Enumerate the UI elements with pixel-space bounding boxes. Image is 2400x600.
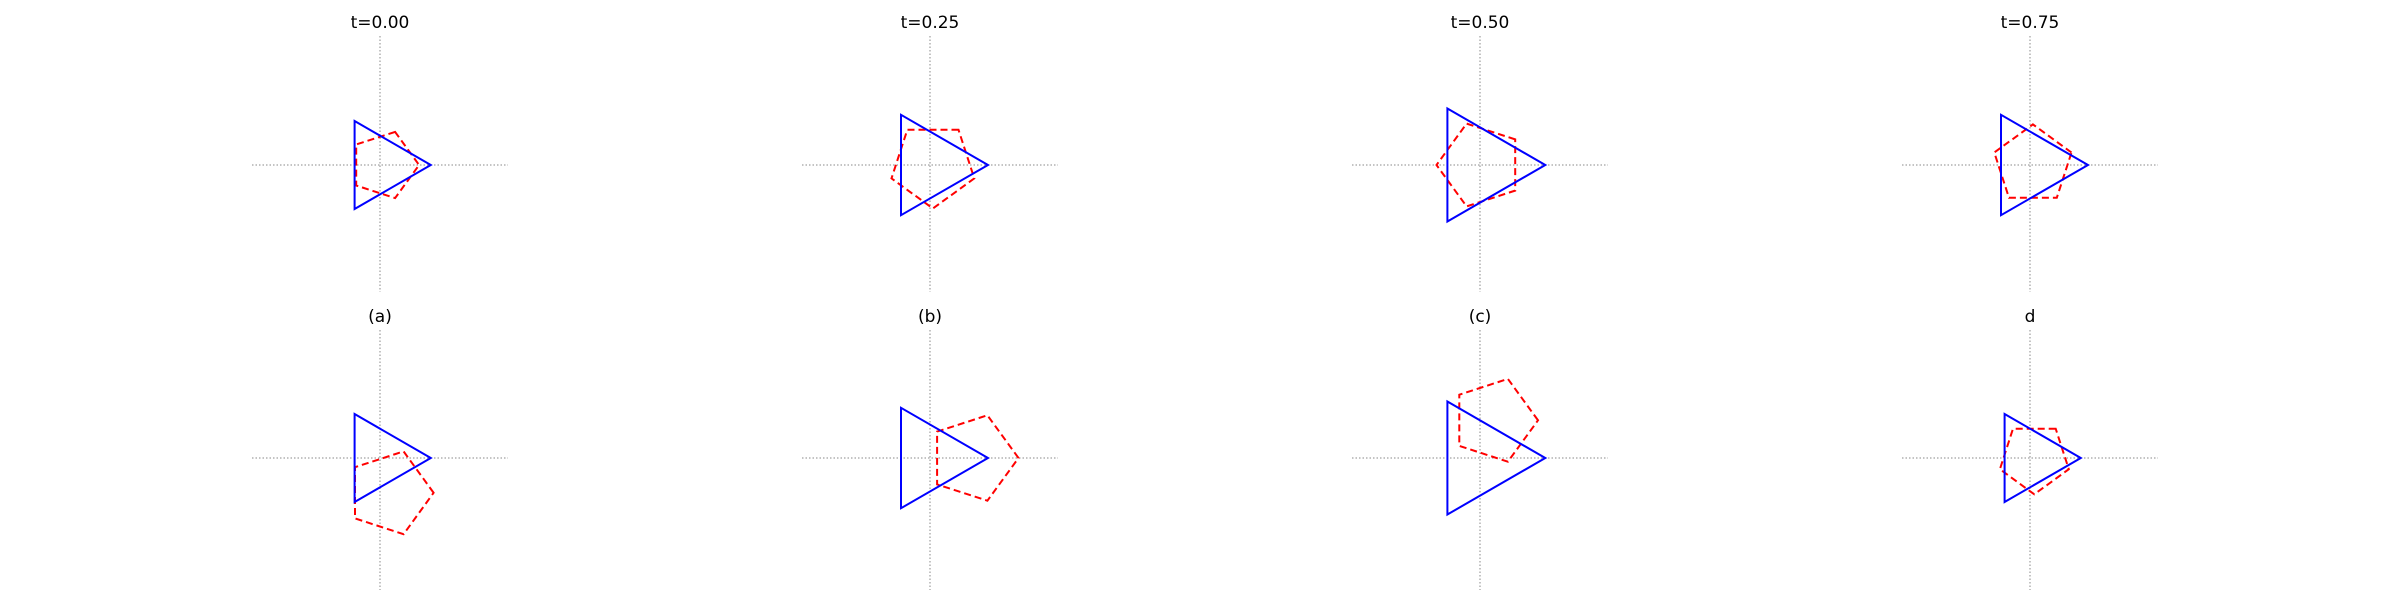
panel-4: (a)	[252, 307, 508, 590]
panel-title: t=0.75	[2001, 13, 2060, 33]
panel-title: (b)	[918, 307, 942, 327]
pentagon-shape	[1458, 377, 1540, 463]
triangle-shape	[2000, 113, 2091, 217]
panel-7: d	[1902, 307, 2158, 590]
panel-title: t=0.50	[1451, 13, 1510, 33]
panel-title: d	[2025, 307, 2036, 327]
pentagon-shape	[936, 414, 1020, 502]
panel-3: t=0.75	[1902, 13, 2158, 292]
panel-5: (b)	[802, 307, 1058, 590]
panel-2: t=0.50	[1352, 13, 1608, 292]
pentagon-shape	[1998, 427, 2070, 496]
triangle-shape	[1446, 106, 1548, 224]
triangle-shape	[900, 113, 991, 217]
triangle-shape	[2003, 412, 2083, 504]
pentagon-shape	[890, 128, 976, 210]
panel-1: t=0.25	[802, 13, 1058, 292]
pentagon-shape	[355, 130, 421, 200]
panel-title: t=0.25	[901, 13, 960, 33]
triangle-shape	[1446, 399, 1548, 517]
triangle-shape	[900, 406, 991, 510]
panel-title: (a)	[368, 307, 392, 327]
triangle-shape	[353, 412, 433, 504]
panel-title: (c)	[1469, 307, 1492, 327]
pentagon-shape	[1993, 123, 2073, 199]
triangle-shape	[353, 119, 433, 211]
panel-6: (c)	[1352, 307, 1608, 590]
panel-title: t=0.00	[351, 13, 410, 33]
panel-0: t=0.00	[252, 13, 508, 292]
